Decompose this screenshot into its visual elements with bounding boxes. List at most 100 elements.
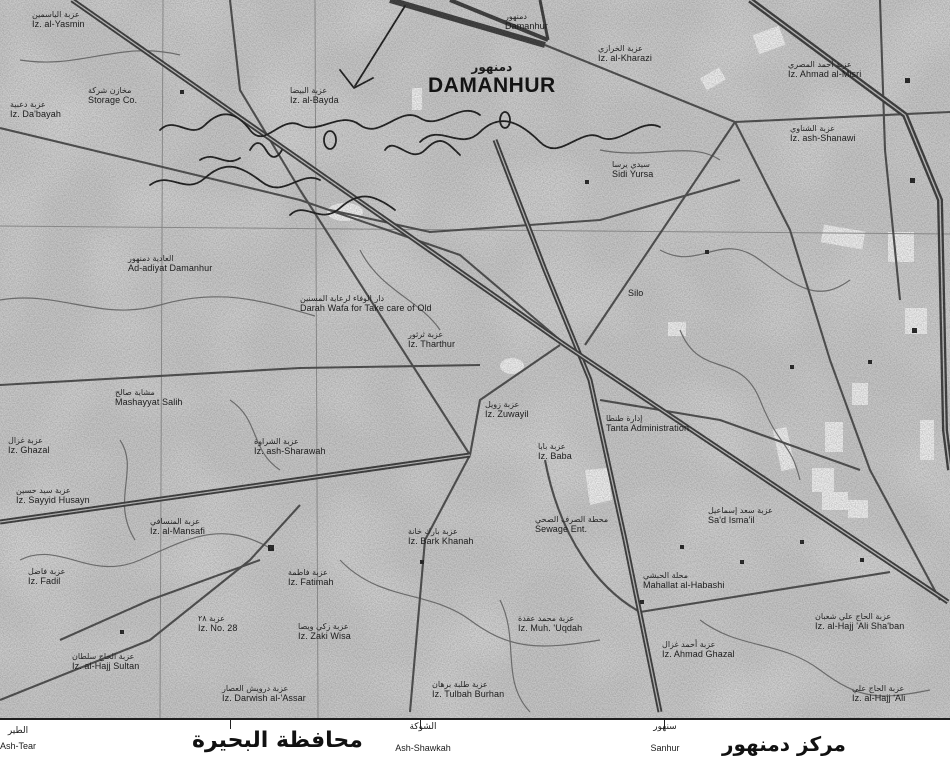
scan-grain (0, 0, 950, 718)
footer-place-ash-shawkah: الشوكة Ash-Shawkah (388, 722, 458, 754)
place-label-english: Iz. ash-Sharawah (254, 446, 326, 457)
place-label-arabic: عزبة بارك خانة (408, 527, 458, 536)
place-label-arabic: عزبة فاطمة (288, 568, 328, 577)
place-label-english: Iz. Muh. 'Uqdah (518, 623, 583, 634)
place-label-english: Iz. al-Hajj Sultan (72, 661, 140, 672)
place-label-english: Tanta Administration (606, 423, 690, 434)
footer-place-english: Sanhur (650, 742, 680, 753)
place-label-english: Ad-adiyat Damanhur (128, 263, 213, 274)
markaz-label: مركز دمنهور (722, 732, 846, 756)
place-label-arabic: دار الوفاء لرعاية المسنين (300, 294, 385, 303)
place-label-arabic: محلة الحبشي (643, 571, 688, 580)
place-label-arabic: عزبة الخرازي (598, 44, 643, 53)
place-label-english: Iz. ash-Shanawi (790, 133, 856, 144)
place-label-english: Iz. No. 28 (198, 623, 238, 634)
place-label-arabic: العادية دمنهور (128, 254, 174, 263)
place-label-english: Iz. al-Mansafi (150, 526, 205, 537)
place-label-arabic: عزبة الحاج علي شعبان (815, 612, 892, 621)
governorate-label: محافظة البحيرة (192, 728, 363, 753)
place-label-arabic: مشاية صالح (115, 388, 155, 397)
place-label-english: Silo (628, 288, 644, 298)
place-label-english: Iz. Da'bayah (10, 109, 61, 120)
place-label-arabic: سيدي يرسا (612, 160, 650, 169)
place-label-arabic: عزبة الحاج سلطان (72, 652, 135, 661)
place-label-silo: Silo (628, 288, 643, 298)
city-label-damanhur: دمنهور DAMANHUR (428, 60, 556, 98)
place-label-arabic: مخازن شركة (88, 86, 132, 95)
place-label-arabic: عزبة الياسمين (32, 10, 80, 19)
place-label-english: Sewage Ent. (535, 524, 588, 535)
place-label-english: Iz. al-Yasmin (32, 19, 85, 30)
place-label-arabic: عزبة فاضل (28, 567, 66, 576)
place-label-arabic: عزبة دعبية (10, 100, 46, 109)
place-label-arabic: عزبة سيد حسين (16, 486, 71, 495)
place-label-arabic: عزبة زويل (485, 400, 520, 409)
place-label-english: Iz. Zuwayil (485, 409, 529, 420)
place-label-english: Iz. Tharthur (408, 339, 456, 350)
place-label-english: Iz. al-Kharazi (598, 53, 652, 64)
place-label-arabic: عزبة الحاج علي (852, 684, 905, 693)
place-label-arabic: عزبة سعد إسماعيل (708, 506, 773, 515)
place-label-english: Storage Co. (88, 95, 138, 106)
place-label-arabic: إدارة طنطا (606, 414, 643, 423)
footer-place-arabic: الشوكة (409, 722, 437, 732)
place-label-arabic: عزبة درويش العصار (222, 684, 289, 693)
boundary-tick (420, 720, 421, 729)
footer-place-ash-tear: الطير Ash-Tear (0, 726, 36, 752)
place-label-english: Iz. Fadil (28, 576, 61, 587)
place-label-english: Sa'd Isma'il (708, 515, 755, 526)
place-label-english: Iz. Zaki Wisa (298, 631, 351, 642)
footer-place-english: Ash-Tear (0, 740, 37, 751)
place-label-english: Damanhur (505, 21, 548, 32)
place-label-arabic: عزبة زكي ويصا (298, 622, 349, 631)
place-label-english: Iz. Ahmad Ghazal (662, 649, 735, 660)
place-label-english: Iz. Baba (538, 451, 572, 462)
place-label-arabic: عزبة محمد عقدة (518, 614, 575, 623)
place-label-arabic: عزبة بابا (538, 442, 566, 451)
place-label-english: Iz. Sayyid Husayn (16, 495, 90, 506)
place-label-english: Iz. al-Bayda (290, 95, 339, 106)
place-label-english: Iz. Fatimah (288, 577, 334, 588)
place-label-english: Iz. al-Hajj 'Ali Sha'ban (815, 621, 905, 632)
place-label-arabic: عزبة ٢٨ (198, 614, 225, 623)
boundary-tick (230, 720, 231, 729)
footer-place-english: Ash-Shawkah (395, 742, 451, 753)
place-label-english: Iz. Ahmad al-Misri (788, 69, 862, 80)
map-footer-strip: الطير Ash-Tear محافظة البحيرة الشوكة Ash… (0, 718, 950, 773)
place-label-arabic: عزبة الشناوي (790, 124, 836, 133)
place-label-arabic: دمنهور (505, 12, 527, 21)
place-label-english: Iz. Darwish al-'Assar (222, 693, 306, 704)
place-label-arabic: عزبة طلبة برهان (432, 680, 488, 689)
place-label-arabic: عزبة البيضا (290, 86, 328, 95)
map-drawing (0, 0, 950, 718)
